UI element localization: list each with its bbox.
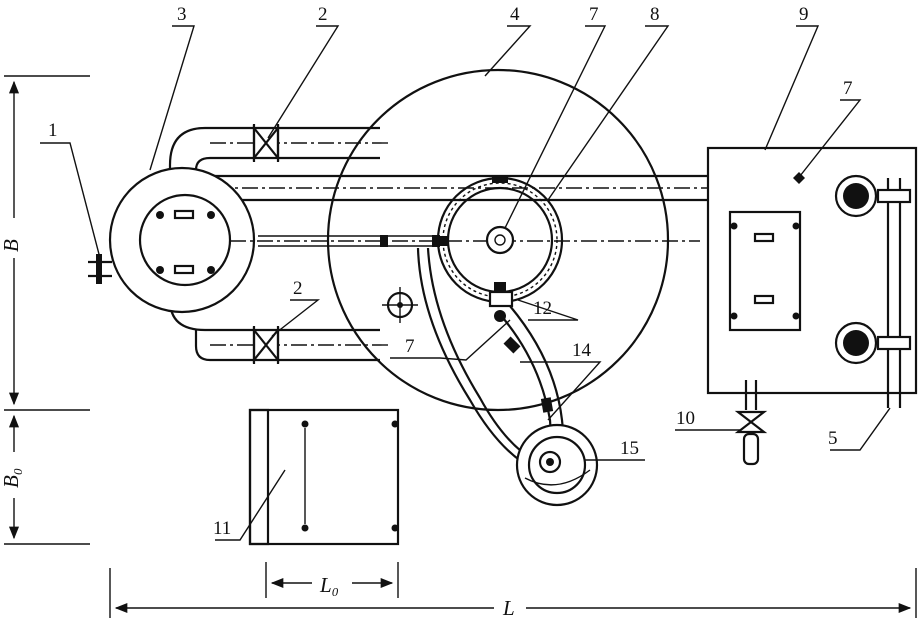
label-12: 12 [533, 298, 552, 319]
label-5: 5 [828, 428, 838, 449]
lower-valve [252, 326, 280, 364]
label-7-top: 7 [589, 4, 599, 25]
label-4: 4 [510, 4, 520, 25]
label-2-top: 2 [318, 4, 328, 25]
leader-lines [40, 25, 891, 541]
label-8: 8 [650, 4, 660, 25]
label-3: 3 [177, 4, 187, 25]
label-15: 15 [620, 438, 639, 459]
tank-3 [108, 166, 256, 314]
connector-12 [488, 282, 514, 322]
dimension-label-L: L [502, 596, 515, 620]
label-7-bottom: 7 [405, 336, 415, 357]
dimension-B0 [4, 414, 90, 545]
centre-shaft [230, 235, 700, 247]
tank-9 [706, 146, 918, 408]
label-1: 1 [48, 120, 58, 141]
valve-10 [734, 380, 768, 466]
label-11: 11 [213, 518, 231, 539]
dimension-B [4, 75, 90, 411]
dimension-label-B0: B₀ [0, 468, 23, 488]
inlet-pipe-1 [88, 254, 112, 284]
large-tank [326, 68, 670, 412]
label-10: 10 [676, 408, 695, 429]
box-11 [248, 408, 400, 546]
label-7-right: 7 [843, 78, 853, 99]
dimension-L0 [265, 562, 399, 598]
upper-valve [252, 124, 280, 162]
label-14: 14 [572, 340, 592, 361]
fitting-symbol [382, 287, 418, 323]
dimension-label-L0: L₀ [319, 573, 339, 597]
central-hub [485, 225, 515, 255]
label-9: 9 [799, 4, 809, 25]
label-2-bottom: 2 [293, 278, 303, 299]
device-15 [515, 423, 599, 507]
dimension-label-B: B [0, 239, 23, 252]
dimension-L [109, 568, 917, 618]
